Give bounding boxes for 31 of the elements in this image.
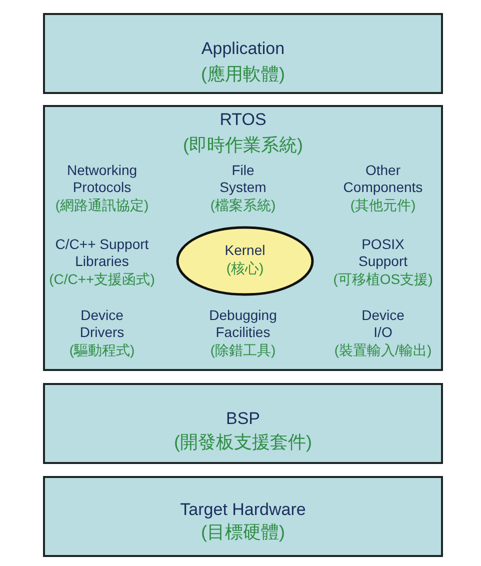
layer-box	[43, 476, 443, 557]
component-name: Other Components	[343, 162, 423, 196]
component-name: Networking Protocols	[66, 162, 138, 196]
layer-title: Application	[201, 39, 285, 59]
component-name: File System	[220, 162, 266, 196]
layer-subtitle: (目標硬體)	[201, 521, 285, 543]
component-name: Device I/O	[362, 307, 404, 341]
layer-title: Target Hardware	[180, 500, 306, 520]
layer-box	[43, 13, 443, 94]
component-name: Device Drivers	[80, 307, 124, 341]
layer-title: RTOS	[220, 110, 266, 130]
component-subtitle: (除錯工具)	[210, 342, 276, 359]
layer-subtitle: (應用軟體)	[201, 63, 285, 85]
layer-box	[43, 105, 443, 371]
kernel-subtitle: (核心)	[226, 260, 264, 277]
component-subtitle: (其他元件)	[350, 197, 416, 214]
layer-subtitle: (即時作業系統)	[183, 134, 303, 156]
component-subtitle: (裝置輸入/輸出)	[334, 342, 432, 359]
component-subtitle: (檔案系統)	[210, 197, 276, 214]
component-name: POSIX Support	[358, 236, 408, 270]
kernel-title: Kernel	[224, 242, 266, 259]
component-subtitle: (網路通訊協定)	[55, 197, 149, 214]
component-subtitle: (C/C++支援函式)	[49, 271, 155, 288]
component-subtitle: (可移植OS支援)	[333, 271, 433, 288]
component-name: C/C++ Support Libraries	[54, 236, 150, 270]
layer-box	[43, 383, 443, 464]
component-name: Debugging Facilities	[209, 307, 277, 341]
layer-title: BSP	[226, 409, 260, 429]
kernel-ellipse	[176, 226, 314, 296]
layer-subtitle: (開發板支援套件)	[174, 431, 312, 453]
component-subtitle: (驅動程式)	[69, 342, 135, 359]
